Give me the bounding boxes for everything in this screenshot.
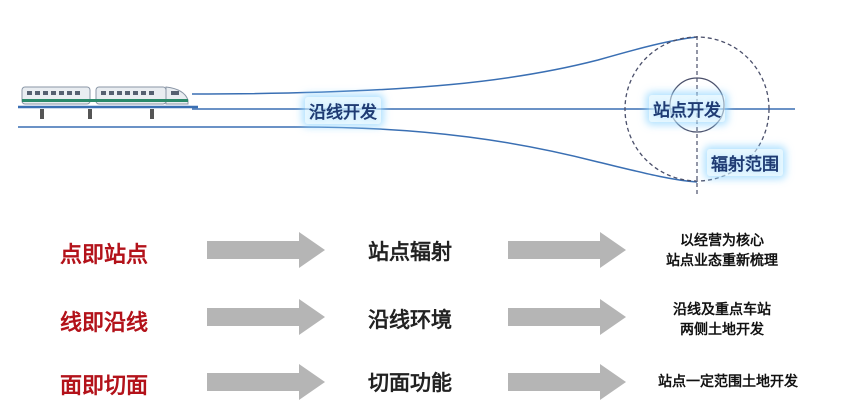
corridor-development-label: 沿线开发	[305, 97, 381, 124]
desc-line: 沿线及重点车站	[673, 302, 771, 318]
focus-corridor-environment: 沿线环境	[368, 308, 452, 332]
desc-line: 站点业态重新梳理	[666, 253, 778, 269]
arrow-right-icon	[207, 232, 325, 268]
radiation-range-label: 辐射范围	[707, 149, 783, 176]
arrow-right-icon	[508, 364, 626, 400]
station-development-label: 站点开发	[649, 95, 725, 122]
desc-station: 以经营为核心 站点业态重新梳理	[638, 231, 806, 271]
corridor-upper-boundary	[191, 36, 698, 95]
level-point: 点即站点	[60, 243, 149, 268]
desc-line: 两侧土地开发	[680, 322, 764, 338]
level-line: 线即沿线	[60, 311, 149, 336]
focus-section-function: 切面功能	[368, 371, 452, 395]
desc-line: 站点一定范围土地开发	[658, 374, 798, 390]
arrow-right-icon	[207, 364, 325, 400]
arrow-right-icon	[508, 299, 626, 335]
arrow-right-icon	[207, 299, 325, 335]
level-section: 面即切面	[60, 374, 149, 399]
desc-line: 以经营为核心	[680, 233, 764, 249]
corridor-lower-boundary	[18, 126, 698, 183]
focus-station-radiation: 站点辐射	[368, 240, 452, 264]
arrow-right-icon	[508, 232, 626, 268]
train-icon	[21, 86, 189, 119]
desc-section: 站点一定范围土地开发	[628, 372, 828, 392]
desc-corridor: 沿线及重点车站 两侧土地开发	[638, 300, 806, 340]
